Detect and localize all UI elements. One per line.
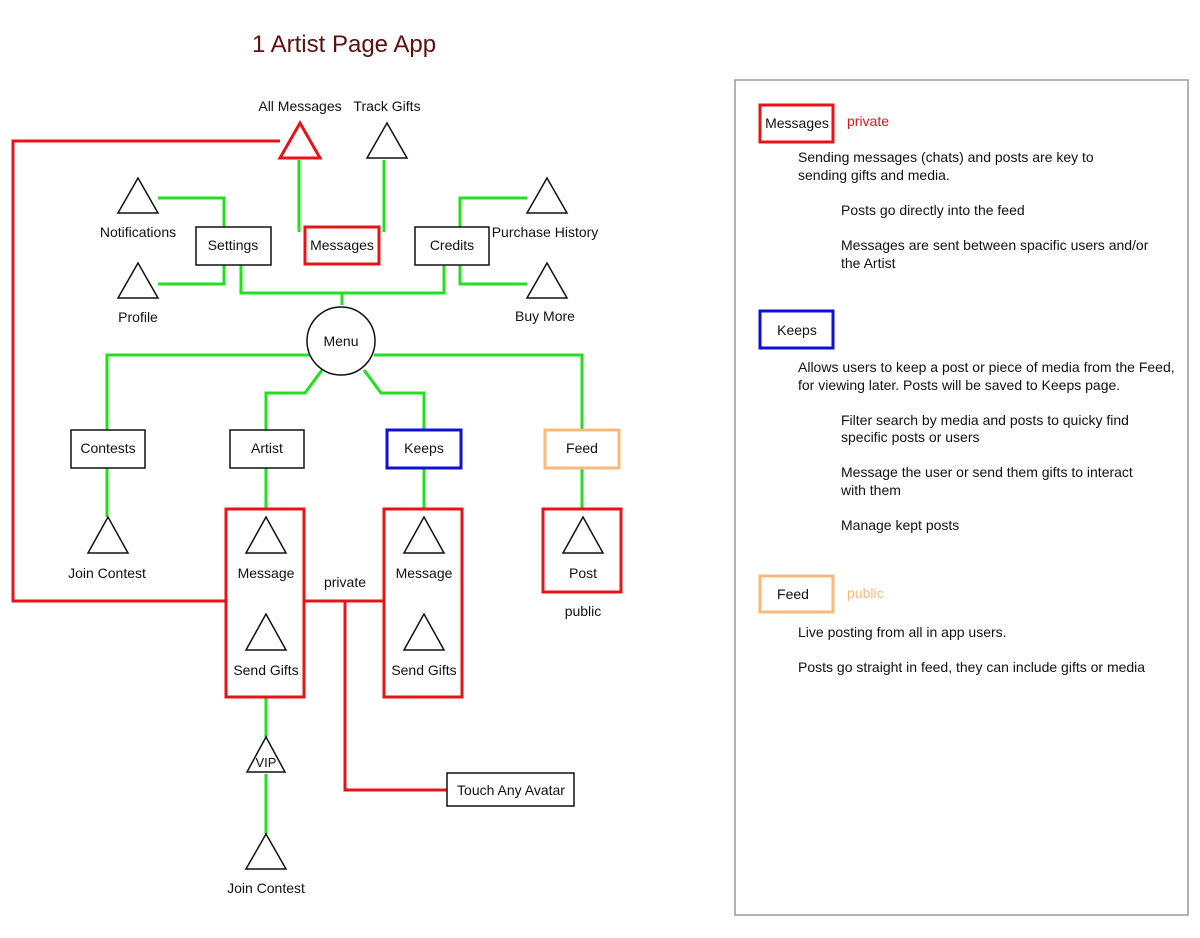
buy-more-triangle[interactable] xyxy=(525,261,569,299)
credits-label: Credits xyxy=(430,237,474,253)
artist-send-gifts-label: Send Gifts xyxy=(233,662,298,678)
post-triangle[interactable] xyxy=(561,515,605,554)
messages-box[interactable] xyxy=(303,225,381,266)
legend-keeps-line-5: Message the user or send them gifts to i… xyxy=(841,464,1133,480)
messages-label: Messages xyxy=(310,237,374,253)
legend-keeps-line-7: Manage kept posts xyxy=(841,517,959,533)
artist-message-label: Message xyxy=(238,565,295,581)
track-gifts-label: Track Gifts xyxy=(353,98,420,114)
legend-feed-box xyxy=(758,574,835,614)
legend-feed-label: Feed xyxy=(777,586,809,602)
legend-messages-line-2: sending gifts and media. xyxy=(798,167,950,183)
legend-keeps-label: Keeps xyxy=(777,322,817,338)
profile-triangle[interactable] xyxy=(116,261,160,299)
post-label: Post xyxy=(569,565,597,581)
legend-feed-line-2: Posts go straight in feed, they can incl… xyxy=(798,659,1145,675)
public-label: public xyxy=(565,603,602,619)
vip-join-contest-triangle[interactable] xyxy=(244,832,288,870)
legend-messages-line-4: Messages are sent between spacific users… xyxy=(841,237,1149,253)
buy-more-label: Buy More xyxy=(515,308,575,324)
vip-label: VIP xyxy=(256,755,277,770)
keeps-box[interactable] xyxy=(385,428,463,470)
purchase-history-label: Purchase History xyxy=(492,224,599,240)
settings-box[interactable] xyxy=(195,226,272,266)
legend-messages-tag: private xyxy=(847,113,889,129)
credits-box[interactable] xyxy=(414,226,490,266)
menu-label: Menu xyxy=(323,333,358,349)
artist-message-triangle[interactable] xyxy=(244,515,288,554)
keeps-label: Keeps xyxy=(404,440,444,456)
vip-join-contest-label: Join Contest xyxy=(227,880,305,896)
red-connectors xyxy=(11,139,447,792)
join-contest-label: Join Contest xyxy=(68,565,146,581)
notifications-label: Notifications xyxy=(100,224,176,240)
artist-box[interactable] xyxy=(229,429,305,469)
legend-feed-tag: public xyxy=(847,585,884,601)
touch-any-avatar-label: Touch Any Avatar xyxy=(457,782,565,798)
legend-feed-line-1: Live posting from all in app users. xyxy=(798,624,1007,640)
touch-any-avatar-box[interactable] xyxy=(446,772,575,807)
artist-send-gifts-triangle[interactable] xyxy=(244,612,288,651)
legend-keeps-line-2: for viewing later. Posts will be saved t… xyxy=(798,377,1120,393)
legend-keeps-line-4: specific posts or users xyxy=(841,429,980,445)
feed-label: Feed xyxy=(566,440,598,456)
join-contest-triangle[interactable] xyxy=(86,515,130,554)
keeps-message-triangle[interactable] xyxy=(402,515,446,554)
legend-keeps-line-1: Allows users to keep a post or piece of … xyxy=(798,359,1175,375)
all-messages-triangle[interactable] xyxy=(277,119,323,160)
vip-triangle[interactable] xyxy=(245,735,287,773)
legend-messages-line-5: the Artist xyxy=(841,255,896,271)
legend-keeps-box xyxy=(758,309,835,350)
keeps-send-gifts-label: Send Gifts xyxy=(391,662,456,678)
legend-messages-line-1: Sending messages (chats) and posts are k… xyxy=(798,149,1094,165)
settings-label: Settings xyxy=(208,237,259,253)
legend-panel xyxy=(734,79,1189,916)
all-messages-label: All Messages xyxy=(258,98,341,114)
green-connectors xyxy=(105,160,584,834)
purchase-history-triangle[interactable] xyxy=(525,176,569,214)
legend-keeps-line-3: Filter search by media and posts to quic… xyxy=(841,412,1129,428)
track-gifts-triangle[interactable] xyxy=(365,121,409,159)
profile-label: Profile xyxy=(118,309,158,325)
notifications-triangle[interactable] xyxy=(116,176,160,214)
private-label: private xyxy=(324,574,366,590)
keeps-message-label: Message xyxy=(396,565,453,581)
contests-box[interactable] xyxy=(70,429,146,469)
legend-messages-line-3: Posts go directly into the feed xyxy=(841,202,1025,218)
artist-label: Artist xyxy=(251,440,283,456)
menu-circle[interactable] xyxy=(306,306,376,376)
legend-messages-label: Messages xyxy=(765,115,829,131)
contests-label: Contests xyxy=(80,440,135,456)
feed-box[interactable] xyxy=(543,428,621,470)
legend-keeps-line-6: with them xyxy=(840,482,901,498)
keeps-send-gifts-triangle[interactable] xyxy=(402,612,446,651)
legend-messages-box xyxy=(758,103,835,144)
page-title: 1 Artist Page App xyxy=(252,31,436,58)
